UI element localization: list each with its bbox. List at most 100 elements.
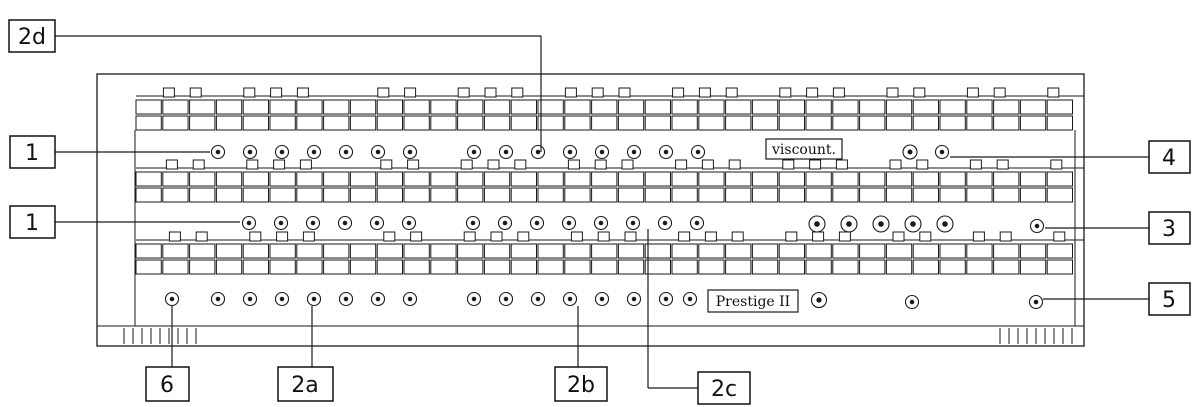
stop-tab xyxy=(806,87,819,98)
stop-tab xyxy=(567,159,580,170)
piston-dot xyxy=(374,220,380,226)
piston-dot xyxy=(502,220,508,226)
callout-label: 2a xyxy=(291,373,318,398)
key-lower xyxy=(323,115,350,131)
key-lower xyxy=(778,187,806,203)
key-lower xyxy=(403,187,430,203)
stop-tab xyxy=(1050,159,1063,170)
key-upper xyxy=(457,99,484,115)
key-lower xyxy=(349,187,377,203)
stop-tab xyxy=(380,159,393,170)
stop-tab xyxy=(728,159,741,170)
piston-dot xyxy=(567,149,573,155)
stop-tab xyxy=(296,87,309,98)
piston-dot xyxy=(215,149,221,155)
key-upper xyxy=(564,171,591,187)
key-upper xyxy=(1046,99,1073,115)
callout-label: 2c xyxy=(711,377,737,402)
key-lower xyxy=(189,187,216,203)
key-lower xyxy=(859,187,886,203)
key-lower xyxy=(751,115,779,131)
key-upper xyxy=(1046,171,1073,187)
key-lower xyxy=(912,187,940,203)
stop-tab xyxy=(570,231,583,242)
callout-3: 3 xyxy=(1148,211,1191,245)
key-lower xyxy=(1019,115,1047,131)
key-upper xyxy=(349,99,377,115)
key-upper xyxy=(242,171,269,187)
key-lower xyxy=(323,187,350,203)
key-lower xyxy=(162,187,189,203)
piston-dot xyxy=(246,220,252,226)
key-lower xyxy=(135,115,162,131)
brand-label: viscount. xyxy=(771,142,836,158)
key-lower xyxy=(644,259,672,275)
stop-tab xyxy=(517,231,530,242)
key-upper xyxy=(591,99,618,115)
key-lower xyxy=(430,259,457,275)
key-lower xyxy=(939,259,966,275)
key-upper xyxy=(162,171,189,187)
key-lower xyxy=(376,115,404,131)
stop-tab xyxy=(591,87,604,98)
piston-dot xyxy=(215,296,221,302)
stop-tab xyxy=(270,87,283,98)
key-upper xyxy=(403,171,430,187)
key-lower xyxy=(162,115,189,131)
stop-tab xyxy=(916,159,929,170)
key-lower xyxy=(189,259,216,275)
key-lower xyxy=(135,187,162,203)
model-plate xyxy=(707,289,799,313)
piston-dot xyxy=(694,220,700,226)
stop-tab xyxy=(487,159,500,170)
stop-tab xyxy=(993,87,1006,98)
key-upper xyxy=(323,99,350,115)
piston-dot xyxy=(695,149,701,155)
key-lower xyxy=(966,259,993,275)
key-lower xyxy=(510,259,538,275)
stop-tab xyxy=(969,159,982,170)
key-upper xyxy=(537,171,564,187)
key-lower xyxy=(537,115,564,131)
stop-tab xyxy=(672,87,685,98)
key-lower xyxy=(966,115,993,131)
key-upper xyxy=(296,243,323,259)
key-lower xyxy=(1046,115,1073,131)
callout-4: 4 xyxy=(1148,140,1191,174)
key-upper xyxy=(966,171,993,187)
key-upper xyxy=(483,99,511,115)
key-lower xyxy=(483,187,511,203)
key-lower xyxy=(189,115,216,131)
piston-dot xyxy=(503,149,509,155)
key-lower xyxy=(885,259,913,275)
stop-tab xyxy=(165,159,178,170)
key-upper xyxy=(215,243,243,259)
callout-leader-lines xyxy=(55,35,1149,389)
key-upper xyxy=(993,99,1020,115)
key-lower xyxy=(698,187,725,203)
key-upper xyxy=(189,243,216,259)
piston-dot xyxy=(247,296,253,302)
key-upper xyxy=(698,171,725,187)
stop-tab xyxy=(460,159,473,170)
key-lower xyxy=(805,259,832,275)
key-upper xyxy=(162,99,189,115)
callout-label: 6 xyxy=(160,373,174,398)
piston-dot xyxy=(534,220,540,226)
key-upper xyxy=(564,99,591,115)
piston-dot xyxy=(311,149,317,155)
stop-tab xyxy=(484,87,497,98)
piston-dot xyxy=(1033,299,1039,305)
piston-dot xyxy=(342,220,348,226)
key-upper xyxy=(323,171,350,187)
key-lower xyxy=(805,187,832,203)
key-upper xyxy=(430,243,457,259)
key-lower xyxy=(269,115,296,131)
key-upper xyxy=(805,243,832,259)
key-lower xyxy=(430,115,457,131)
key-lower xyxy=(1019,187,1047,203)
piston-dot xyxy=(599,296,605,302)
stop-tab xyxy=(490,231,503,242)
key-lower xyxy=(457,187,484,203)
key-upper xyxy=(644,243,672,259)
